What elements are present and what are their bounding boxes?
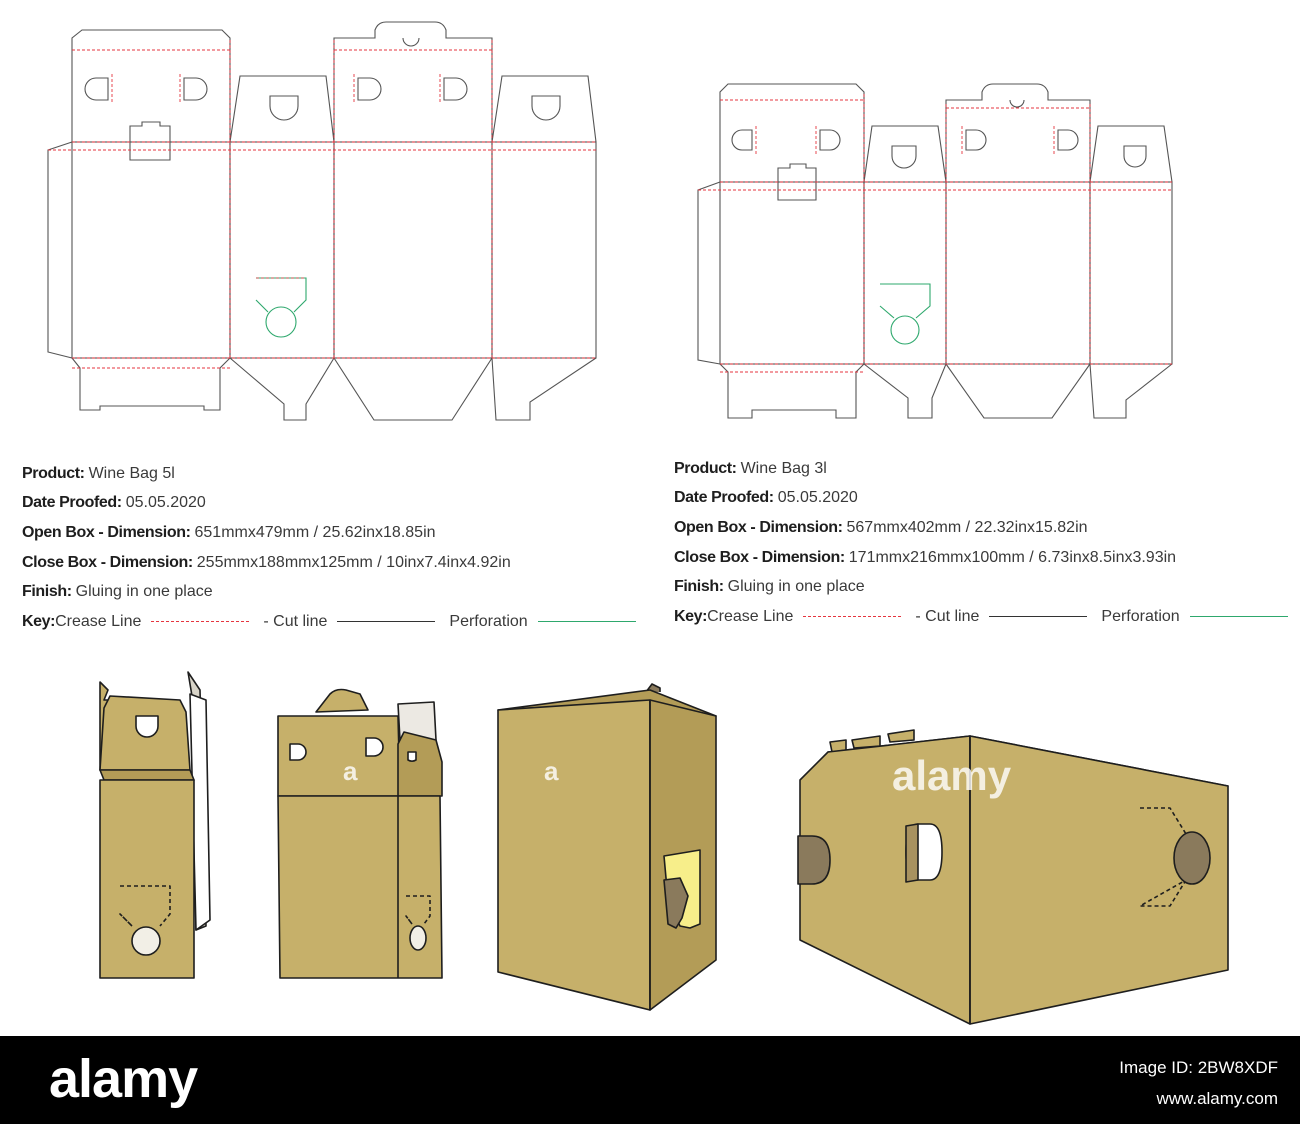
spec-product: Product:Wine Bag 3l [674,460,827,477]
spec-open-dimension: Open Box - Dimension:651mmx479mm / 25.62… [22,524,436,541]
crease-line-swatch [803,616,902,618]
watermark-small: a [343,756,358,786]
perforation-5l [255,277,307,338]
spec-close-dimension: Close Box - Dimension:171mmx216mmx100mm … [674,549,1177,566]
perforation-line-swatch [1189,616,1288,618]
key-cut-label: - Cut line [915,608,980,625]
dieline-5l [47,21,597,421]
image-id: Image ID: 2BW8XDF [1119,1058,1278,1077]
spec-close-dimension: Close Box - Dimension:255mmx188mmx125mm … [22,554,511,571]
spec-finish: Finish:Gluing in one place [674,578,865,595]
dieline-3l [697,83,1173,419]
spec-block-3l: Product:Wine Bag 3l Date Proofed:05.05.2… [674,459,1294,629]
crease-lines-3l [698,94,1172,373]
spec-product: Product:Wine Bag 5l [22,465,175,482]
cut-line-swatch [337,621,436,623]
image-reference: Image ID: 2BW8XDF www.alamy.com [1119,1052,1278,1114]
folded-box-3 [497,683,717,1011]
site-url: www.alamy.com [1156,1089,1278,1108]
folded-box-2 [277,688,443,979]
cut-line-swatch [989,616,1088,618]
perforation-3l [879,283,931,345]
watermark-large: alamy [892,752,1012,799]
spec-open-dimension: Open Box - Dimension:567mmx402mm / 22.32… [674,519,1088,536]
spec-date: Date Proofed:05.05.2020 [674,489,858,506]
perforation-line-swatch [537,621,636,623]
key-crease-label: Crease Line [55,613,142,630]
alamy-logo: alamy [49,1049,198,1109]
key-crease-label: Crease Line [707,608,794,625]
watermark-small-2: a [544,756,559,786]
key-perforation-label: Perforation [1101,608,1180,625]
crease-lines-5l [48,40,596,369]
spec-block-5l: Product:Wine Bag 5l Date Proofed:05.05.2… [22,464,642,634]
spec-finish: Finish:Gluing in one place [22,583,213,600]
folded-box-1 [99,671,211,979]
spec-date: Date Proofed:05.05.2020 [22,494,206,511]
key-perforation-label: Perforation [449,613,528,630]
stock-footer-bar: alamy Image ID: 2BW8XDF www.alamy.com [0,1036,1300,1124]
key-cut-label: - Cut line [263,613,328,630]
folded-box-4 [797,729,1229,1025]
crease-line-swatch [151,621,250,623]
dieline-artwork [47,21,1229,1025]
